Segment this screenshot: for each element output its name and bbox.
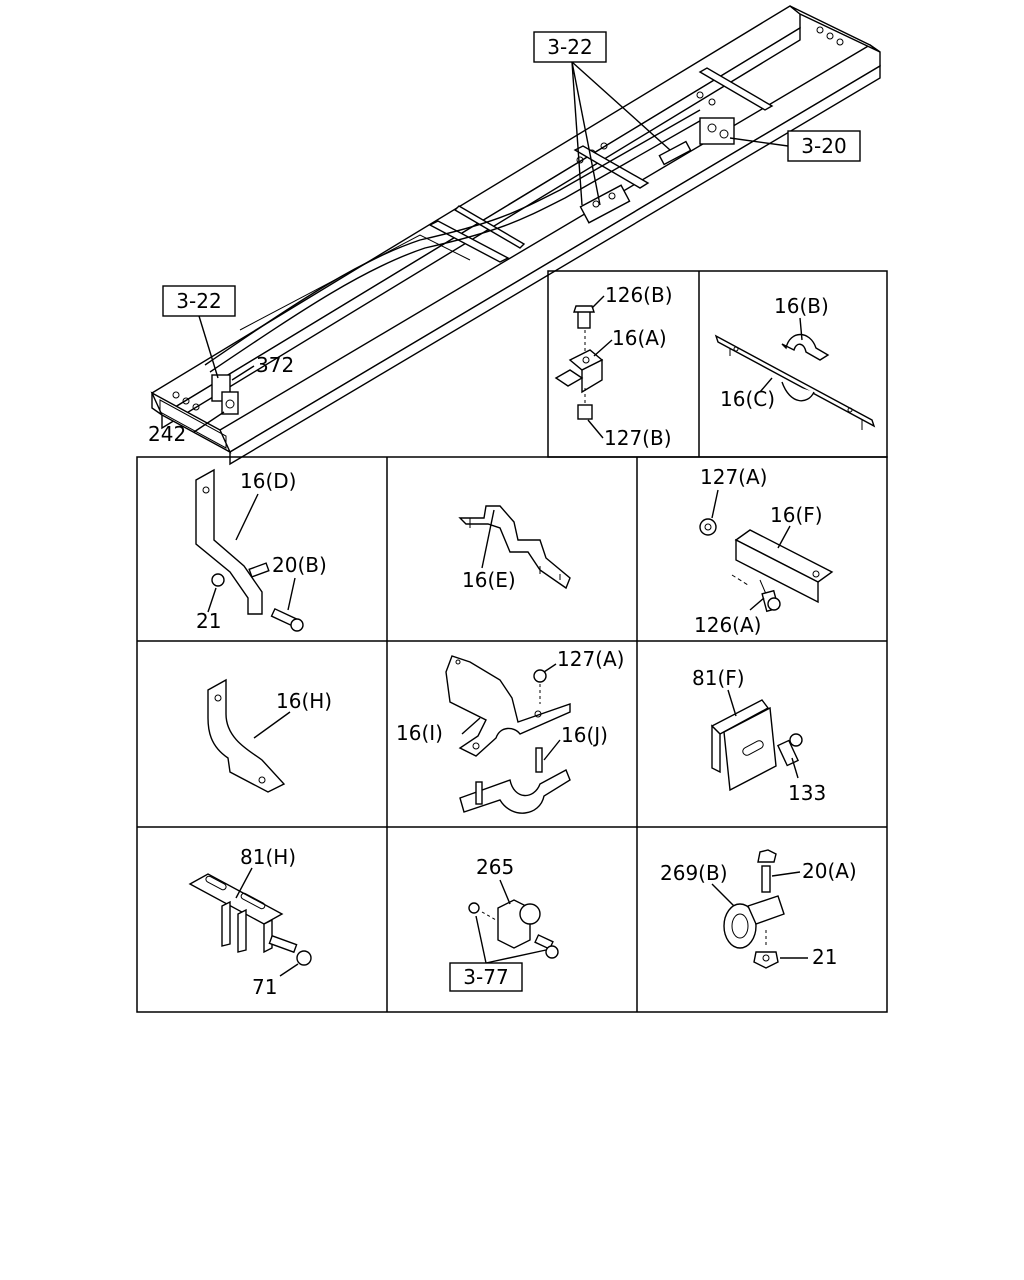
part-242-label: 242 [148,422,186,446]
panel-grid [136,270,888,1013]
callout-3-20: 3-20 [729,130,861,162]
ref-3-77-label: 3-77 [463,965,508,989]
part-16a-label: 16(A) [612,326,667,350]
part-16f-label: 16(F) [770,503,823,527]
part-16c-label: 16(C) [720,387,775,411]
panel-16h: 16(H) [207,678,332,793]
part-127a-ij-label: 127(A) [557,647,624,671]
part-21-d-label: 21 [196,609,221,633]
part-16e-label: 16(E) [462,568,516,592]
panel-16i-16j: 127(A) 16(I) 16(J) [396,647,624,814]
part-127a-f-label: 127(A) [700,465,767,489]
chassis-frame [150,5,881,466]
panel-16b-16c: 16(B) 16(C) [714,294,876,430]
part-20a-label: 20(A) [802,859,857,883]
part-21-cl-label: 21 [812,945,837,969]
part-265-label: 265 [476,855,514,879]
panel-81f: 81(F) 133 [692,666,826,805]
ref-3-22-left-label: 3-22 [176,289,221,313]
panel-16f: 127(A) 16(F) 126(A) [694,465,834,637]
part-71-label: 71 [252,975,277,999]
part-269b-label: 269(B) [660,861,728,885]
part-126b-label: 126(B) [605,283,673,307]
part-127b-label: 127(B) [604,426,672,450]
bracket-cluster-rear [211,374,239,415]
panel-16e: 16(E) [458,505,571,592]
bracket-cluster-middle [579,140,692,224]
part-133-label: 133 [788,781,826,805]
panel-16a: 126(B) 16(A) 127(B) [554,283,673,450]
part-20b-label: 20(B) [272,553,327,577]
panel-16d: 16(D) 20(B) 21 [195,468,327,633]
part-16i-label: 16(I) [396,721,443,745]
part-126a-label: 126(A) [694,613,761,637]
part-16d-label: 16(D) [240,469,296,493]
part-16h-label: 16(H) [276,689,332,713]
panel-269b: 269(B) 20(A) 21 [660,849,857,969]
part-372-label: 372 [256,353,294,377]
part-16b-label: 16(B) [774,294,829,318]
ref-3-20-label: 3-20 [801,134,846,158]
callout-3-22-left: 3-22 [162,285,236,379]
ref-3-22-top-label: 3-22 [547,35,592,59]
part-81f-label: 81(F) [692,666,745,690]
part-81h-label: 81(H) [240,845,296,869]
panel-81h: 81(H) 71 [188,845,312,999]
callout-3-22-top: 3-22 [533,31,671,206]
panel-265: 265 3-77 [449,855,559,992]
part-16j-label: 16(J) [561,723,608,747]
bracket-cluster-front [699,117,735,145]
